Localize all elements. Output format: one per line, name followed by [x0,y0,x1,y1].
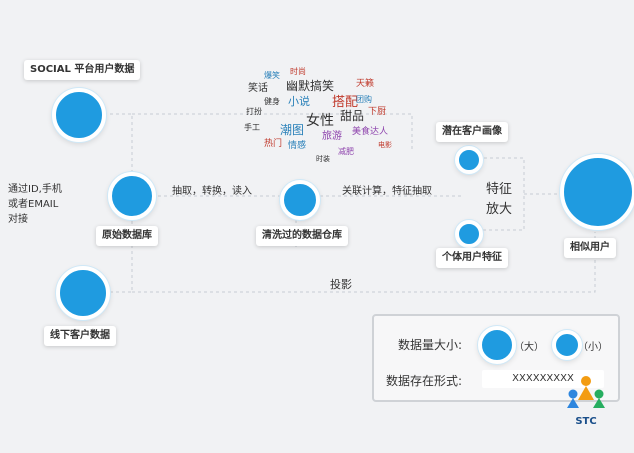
cloud-word: 团购 [356,95,372,104]
cloud-word: 笑话 [248,83,268,94]
cloud-word: 旅游 [322,131,342,142]
cloud-word: 时装 [316,155,330,163]
extract-edge-label: 抽取，转换，读入 [172,186,252,197]
cloud-word: 电影 [378,141,392,149]
cloud-word: 手工 [244,123,260,132]
cloud-word: 爆笑 [264,71,280,80]
connect-note: 通过ID,手机 或者EMAIL 对接 [8,182,62,227]
connect-note-line: 通过ID,手机 [8,184,62,195]
clean-warehouse-node [280,180,320,220]
cloud-word: 减肥 [338,147,354,156]
social-data-node [52,88,106,142]
legend-format-value: XXXXXXXXX [482,370,604,388]
cloud-word: 下厨 [368,107,387,117]
raw-database-label: 原始数据库 [96,226,158,246]
cloud-word: 潮图 [280,123,305,137]
legend-size-label: 数据量大小: [398,338,463,352]
amplify-label-line1: 特征 [486,182,513,197]
individual-feature-node [455,220,483,248]
raw-database-node [108,172,156,220]
legend-big-text: （大） [514,342,544,353]
clean-warehouse-label: 清洗过的数据仓库 [256,226,348,246]
cloud-word: 情感 [288,141,307,151]
legend-small-circle [552,330,582,360]
legend-box: 数据量大小: （大） （小） 数据存在形式: XXXXXXXXX [372,314,620,402]
amplify-bracket [478,157,525,231]
stc-logo-icon [567,376,605,408]
cloud-word: 美食达人 [352,127,389,137]
similar-users-node [560,154,634,230]
projection-edge-label: 投影 [330,278,352,291]
legend-small-text: （小） [578,342,608,353]
cloud-word: 甜品 [340,109,365,123]
cloud-word: 小说 [288,95,310,108]
legend-format-label: 数据存在形式: [386,374,463,388]
potential-customer-label: 潜在客户画像 [436,122,508,142]
potential-customer-node [455,146,483,174]
cloud-word: 时尚 [290,67,306,76]
similar-users-label: 相似用户 [564,238,616,258]
cloud-word: 搭配 [332,95,359,110]
stc-logo-text: STC [575,416,597,427]
connect-note-line: 对接 [8,214,28,225]
social-data-label: SOCIAL 平台用户数据 [24,60,141,80]
social-to-cloud-line [80,113,133,174]
cloud-word: 健身 [264,97,280,106]
offline-data-label: 线下客户数据 [44,326,116,346]
stc-logo: STC [564,372,608,428]
offline-data-node [56,266,110,320]
interest-word-cloud: 幽默搞笑 女性 甜品 搭配 美食达人 潮图 笑话 小说 热门 情感 旅游 时尚 … [228,62,408,172]
legend-big-circle [478,326,516,364]
connect-note-line: 或者EMAIL [8,199,59,210]
correlate-edge-label: 关联计算，特征抽取 [342,186,432,197]
projection-line [132,232,596,293]
amplify-label-line2: 放大 [486,202,513,217]
individual-feature-label: 个体用户特征 [436,248,508,268]
cloud-word: 热门 [264,139,283,149]
cloud-word: 天籁 [356,79,375,89]
cloud-word: 女性 [306,113,334,129]
cloud-word: 幽默搞笑 [286,79,335,93]
cloud-word: 打扮 [246,107,262,116]
